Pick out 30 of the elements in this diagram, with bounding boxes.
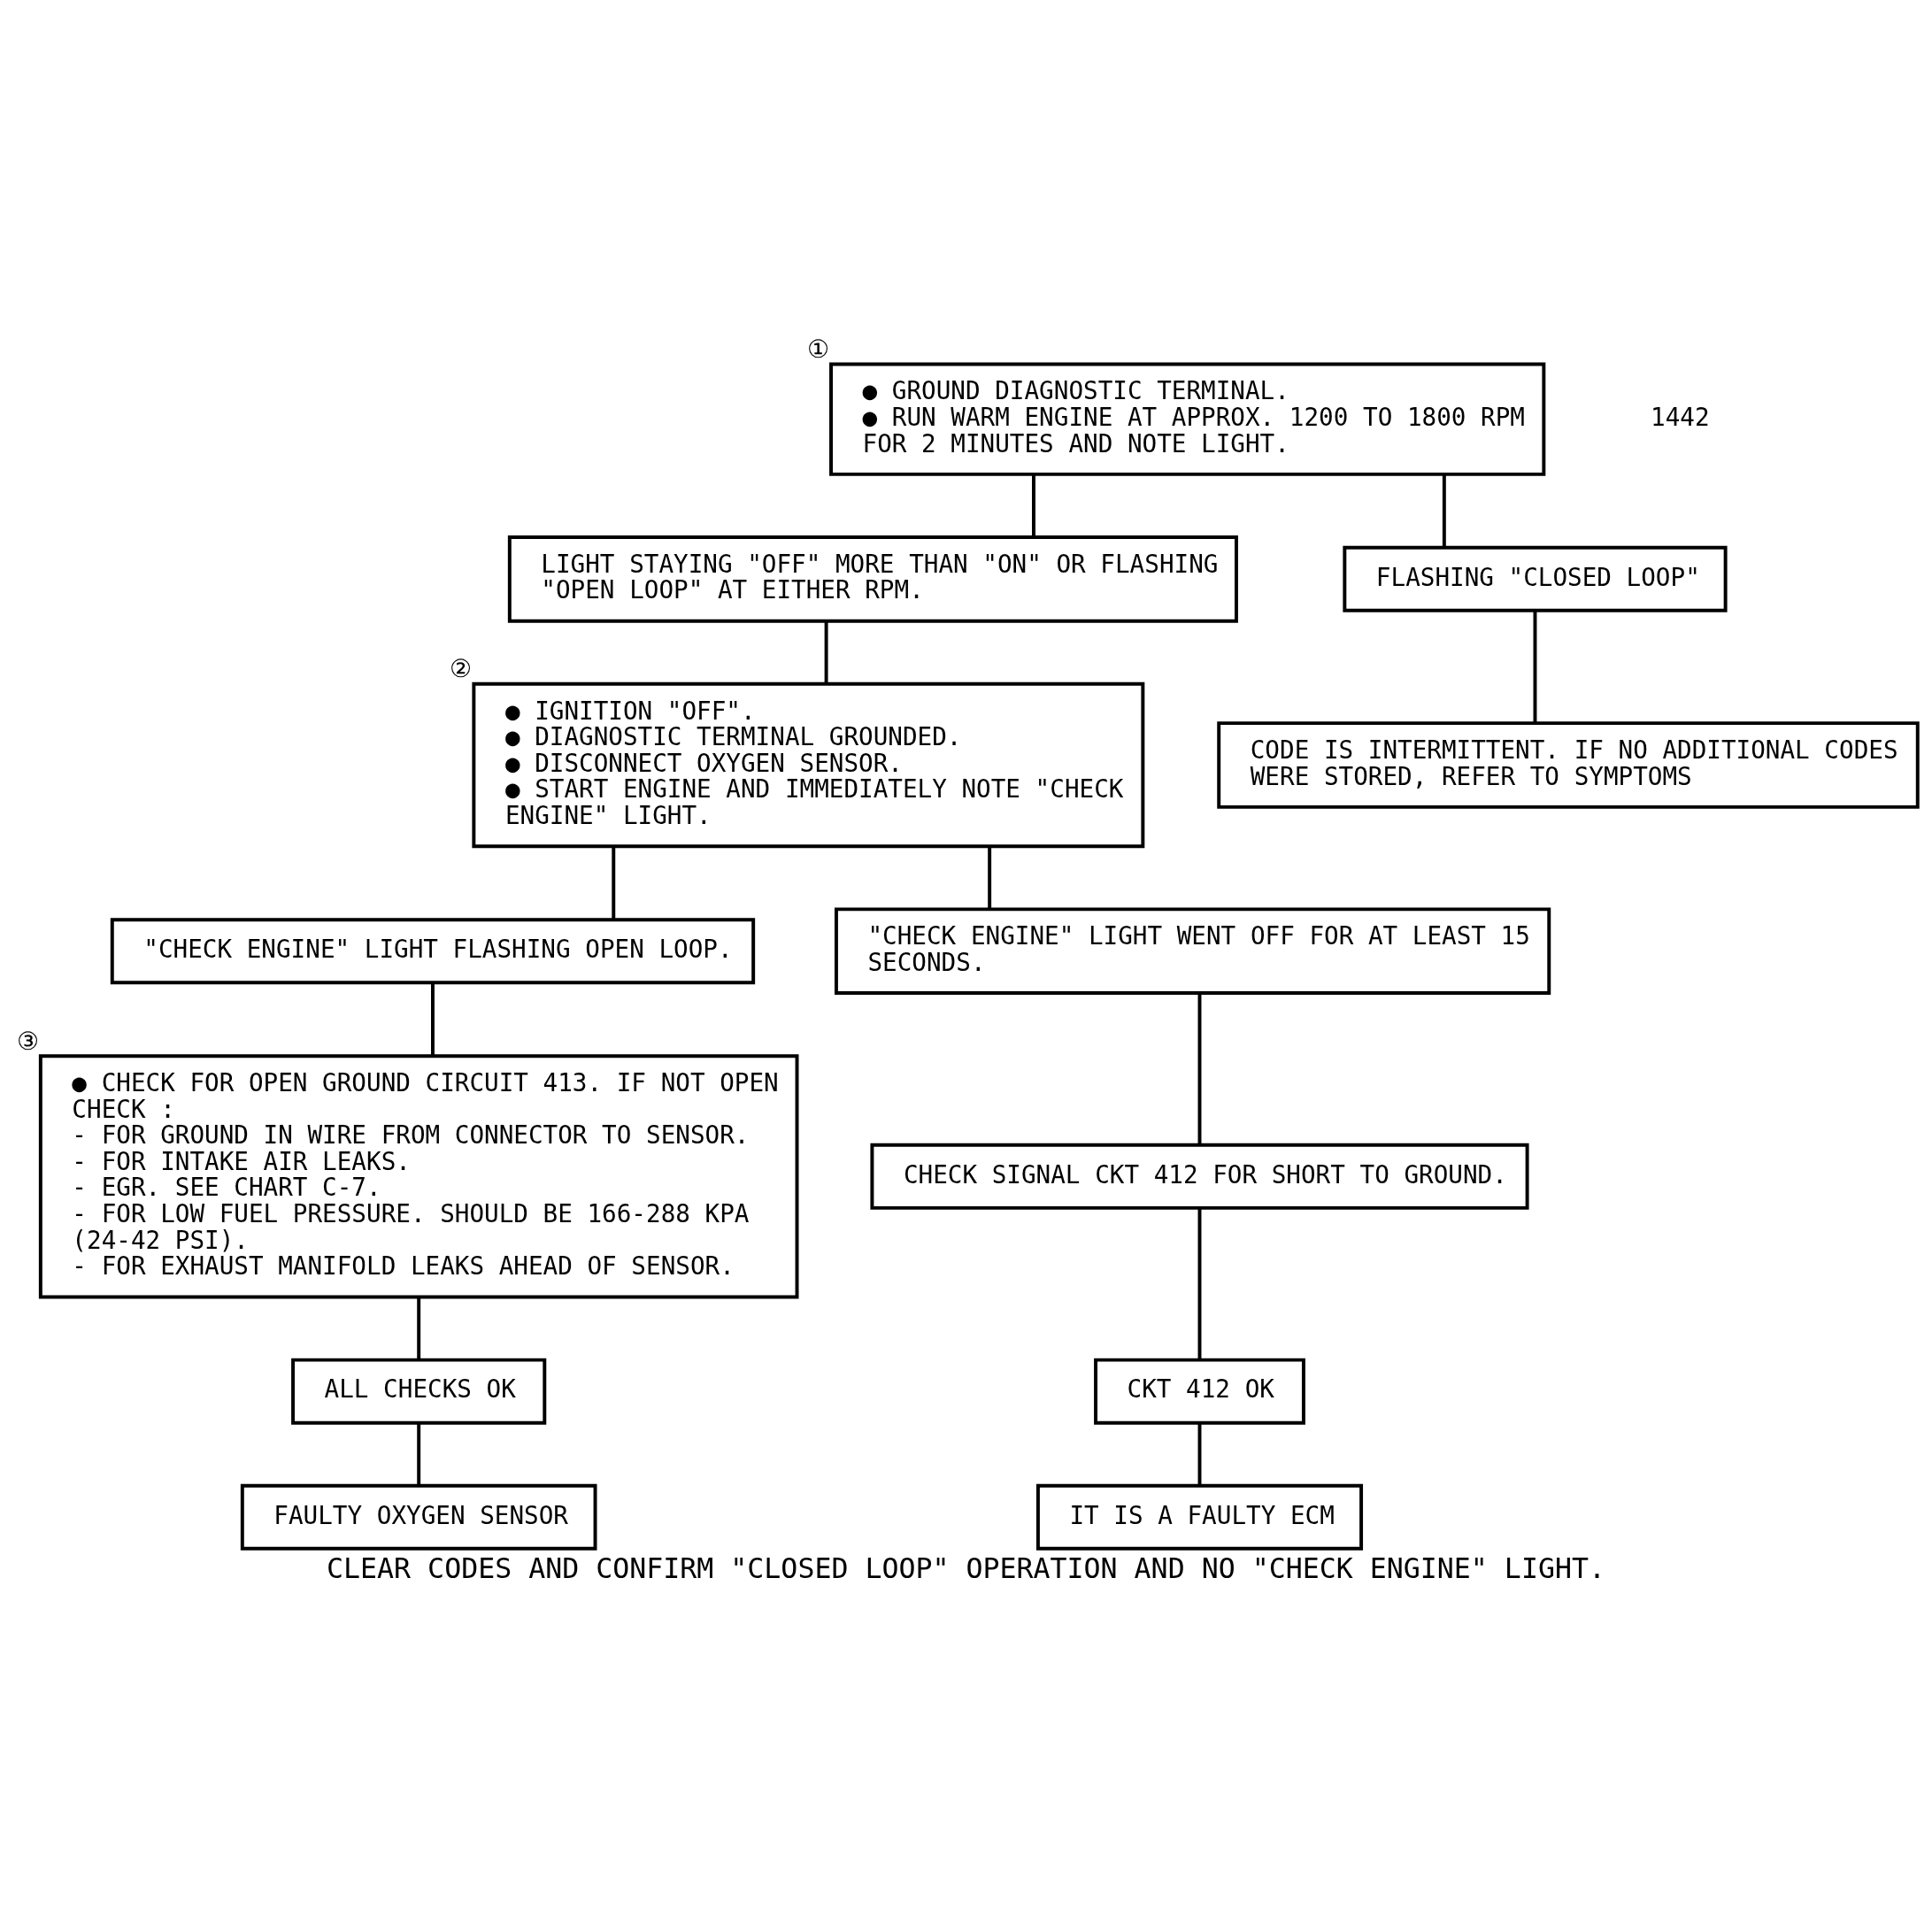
- connector: [1442, 474, 1446, 548]
- connector: [988, 846, 992, 910]
- label: 1442: [1651, 402, 1710, 432]
- connector: [417, 1297, 421, 1359]
- node-label: ②: [450, 654, 473, 684]
- node-box: CKT 412 OK: [1094, 1358, 1305, 1425]
- node-box: FLASHING "CLOSED LOOP": [1343, 545, 1728, 612]
- connector: [1197, 1423, 1202, 1485]
- connector: [612, 846, 616, 920]
- node-box: LIGHT STAYING "OFF" MORE THAN "ON" OR FLASHING "OPEN LOOP" AT EITHER RPM.: [507, 535, 1238, 623]
- node-box: FAULTY OXYGEN SENSOR: [240, 1483, 597, 1551]
- node-box: ● IGNITION "OFF". ● DIAGNOSTIC TERMINAL GROUNDED. ● DISCONNECT OXYGEN SENSOR. ● START ENGINE AND IMMEDIATELY NOTE "CHECK ENGINE" LIGHT.: [472, 681, 1145, 849]
- node-box: IT IS A FAULTY ECM: [1035, 1483, 1364, 1551]
- node-box: CODE IS INTERMITTENT. IF NO ADDITIONAL CODES WERE STORED, REFER TO SYMPTOMS: [1217, 721, 1920, 809]
- connector: [1533, 610, 1537, 723]
- caption: CLEAR CODES AND CONFIRM "CLOSED LOOP" OPERATION AND NO "CHECK ENGINE" LIGHT.: [327, 1551, 1605, 1584]
- connector: [417, 1423, 421, 1485]
- node-label: ①: [806, 335, 829, 364]
- connector: [1032, 474, 1035, 537]
- node-box: "CHECK ENGINE" LIGHT WENT OFF FOR AT LEAST 15 SECONDS.: [834, 907, 1551, 996]
- node-label: ③: [16, 1026, 39, 1056]
- node-box: ● GROUND DIAGNOSTIC TERMINAL. ● RUN WARM ENGINE AT APPROX. 1200 TO 1800 RPM FOR 2 MINUTES AND NOTE LIGHT.: [829, 362, 1546, 476]
- connector: [1197, 1208, 1202, 1360]
- node-box: "CHECK ENGINE" LIGHT FLASHING OPEN LOOP.: [110, 918, 756, 985]
- node-box: ALL CHECKS OK: [291, 1358, 547, 1425]
- node-box: ● CHECK FOR OPEN GROUND CIRCUIT 413. IF NOT OPEN CHECK : - FOR GROUND IN WIRE FROM CONNECTOR TO SENSOR. - FOR INTAKE AIR LEAKS. - EGR. SEE CHART C-7. - FOR LOW FUEL PRESSURE. SHOULD BE 166-288 KPA (24-42 PSI). - FOR EXHAUST MANIFOLD LEAKS AHEAD OF SENSOR.: [38, 1054, 799, 1299]
- connector: [1197, 993, 1202, 1145]
- connector: [431, 982, 435, 1057]
- connector: [824, 621, 828, 684]
- node-box: CHECK SIGNAL CKT 412 FOR SHORT TO GROUND.: [870, 1143, 1529, 1210]
